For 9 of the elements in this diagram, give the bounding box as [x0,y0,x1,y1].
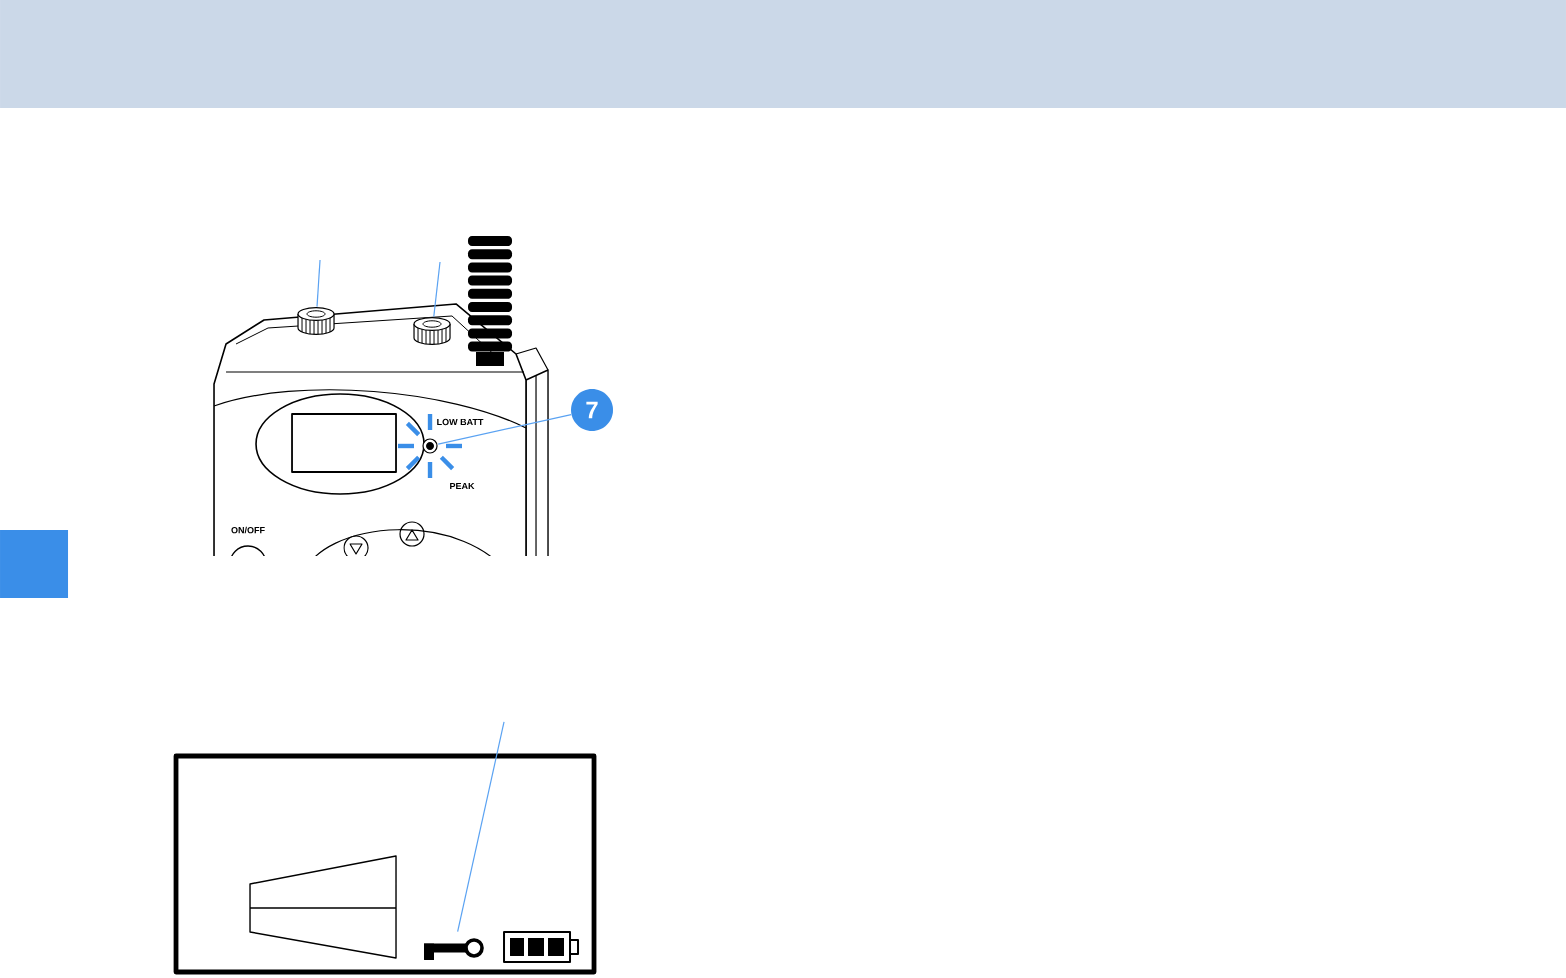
leader-line [457,721,505,933]
knob [297,307,335,335]
key-icon [424,938,484,960]
leader-line [433,261,441,318]
knob [413,317,451,345]
leader-line [316,259,321,308]
callout-number: 7 [571,389,613,431]
indicator-light [398,414,462,478]
leader-line [437,414,572,445]
